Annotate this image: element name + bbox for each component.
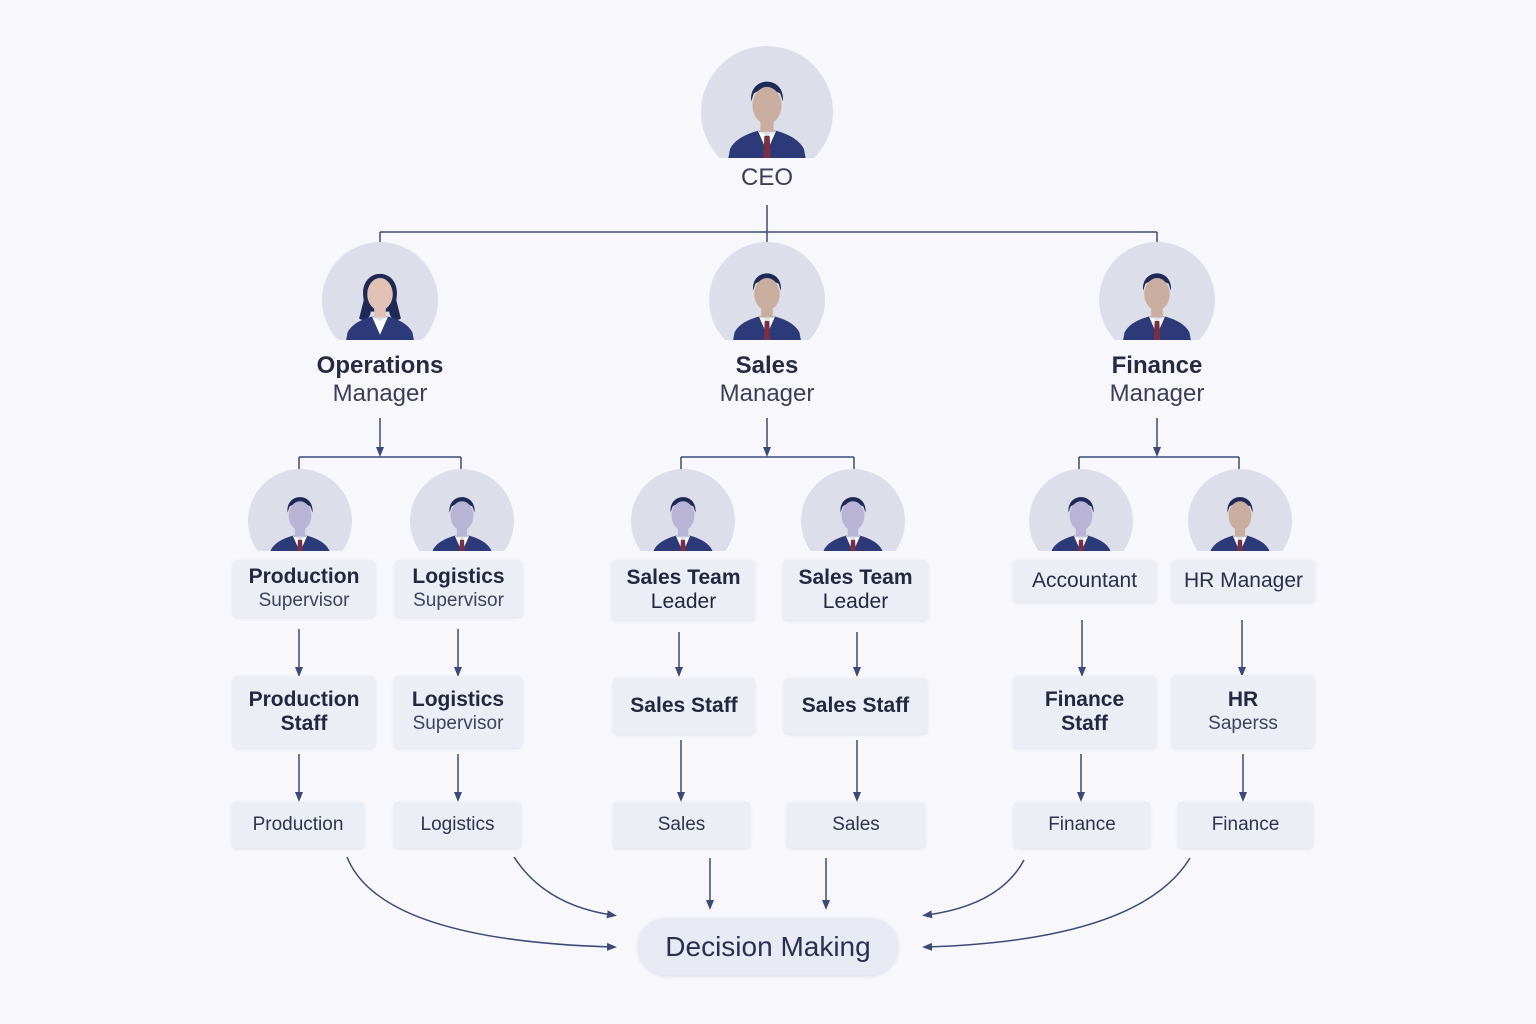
department-label: Logistics xyxy=(420,814,495,835)
staff-title: Sales Staff xyxy=(801,694,910,717)
flow-finance-2 xyxy=(922,857,1191,951)
decision-making-node: Decision Making xyxy=(638,918,898,975)
staff-subtitle: Staff xyxy=(280,712,328,735)
role-title: HR Manager xyxy=(1183,569,1304,592)
department-label: Production xyxy=(252,814,344,835)
staff-avatar-1 xyxy=(248,469,352,551)
role-subtitle: Leader xyxy=(822,590,889,613)
role-subtitle: Supervisor xyxy=(413,589,504,611)
sales-manager-avatar xyxy=(709,242,825,340)
staff-subtitle: Staff xyxy=(1061,712,1108,735)
finance-manager-avatar xyxy=(1099,242,1215,340)
ceo-avatar xyxy=(701,46,833,158)
staff-subtitle: Saperss xyxy=(1208,712,1278,734)
staff-avatar-6 xyxy=(1188,469,1292,551)
department-box-2: Logistics xyxy=(394,802,521,848)
department-box-6: Finance xyxy=(1178,802,1313,848)
role-title: Sales Team xyxy=(626,566,741,589)
role-subtitle: Leader xyxy=(650,590,717,613)
staff-title: Sales Staff xyxy=(630,694,738,717)
staff-avatar-2 xyxy=(410,469,514,551)
role-title: Production xyxy=(248,564,360,588)
sales-manager-label-line2: Manager xyxy=(719,380,815,407)
staff-avatar-3 xyxy=(631,469,735,551)
staff-subtitle: Supervisor xyxy=(412,713,504,734)
department-label: Finance xyxy=(1211,814,1280,835)
department-box-1: Production xyxy=(232,802,364,848)
department-label: Finance xyxy=(1048,814,1116,835)
staff-title: Production xyxy=(248,688,360,711)
operations-manager-label-line2: Manager xyxy=(332,380,428,407)
finance-manager-label-line1: Finance xyxy=(1111,352,1203,379)
role-title: Sales Team xyxy=(798,566,913,589)
department-box-3: Sales xyxy=(613,802,750,848)
staff-avatar-4 xyxy=(801,469,905,551)
ceo-label: CEO xyxy=(741,164,793,192)
department-label: Sales xyxy=(657,814,706,835)
operations-manager-avatar xyxy=(322,242,438,340)
role-box-5: Accountant xyxy=(1013,560,1156,602)
role-title: Logistics xyxy=(412,564,505,588)
staff-title: HR xyxy=(1227,687,1259,711)
flow-logistics xyxy=(513,856,617,919)
staff-box-4: Sales Staff xyxy=(784,678,927,734)
decision-making-label: Decision Making xyxy=(665,930,871,962)
ceo-title: CEO xyxy=(740,164,794,191)
flow-production xyxy=(346,856,617,951)
department-label: Sales xyxy=(832,814,880,835)
role-title: Accountant xyxy=(1031,569,1138,592)
flow-finance-1 xyxy=(922,859,1025,919)
staff-title: Logistics xyxy=(411,688,505,711)
staff-box-3: Sales Staff xyxy=(613,678,755,734)
staff-title: Finance xyxy=(1044,688,1125,711)
operations-manager-label-line1: Operations xyxy=(316,352,444,379)
staff-avatar-5 xyxy=(1029,469,1133,551)
role-box-6: HR Manager xyxy=(1172,560,1315,602)
finance-manager-label-line2: Manager xyxy=(1109,380,1205,407)
department-box-4: Sales xyxy=(787,802,925,848)
role-subtitle: Supervisor xyxy=(258,589,350,611)
department-box-5: Finance xyxy=(1014,802,1150,848)
sales-manager-label-line1: Sales xyxy=(735,352,799,379)
